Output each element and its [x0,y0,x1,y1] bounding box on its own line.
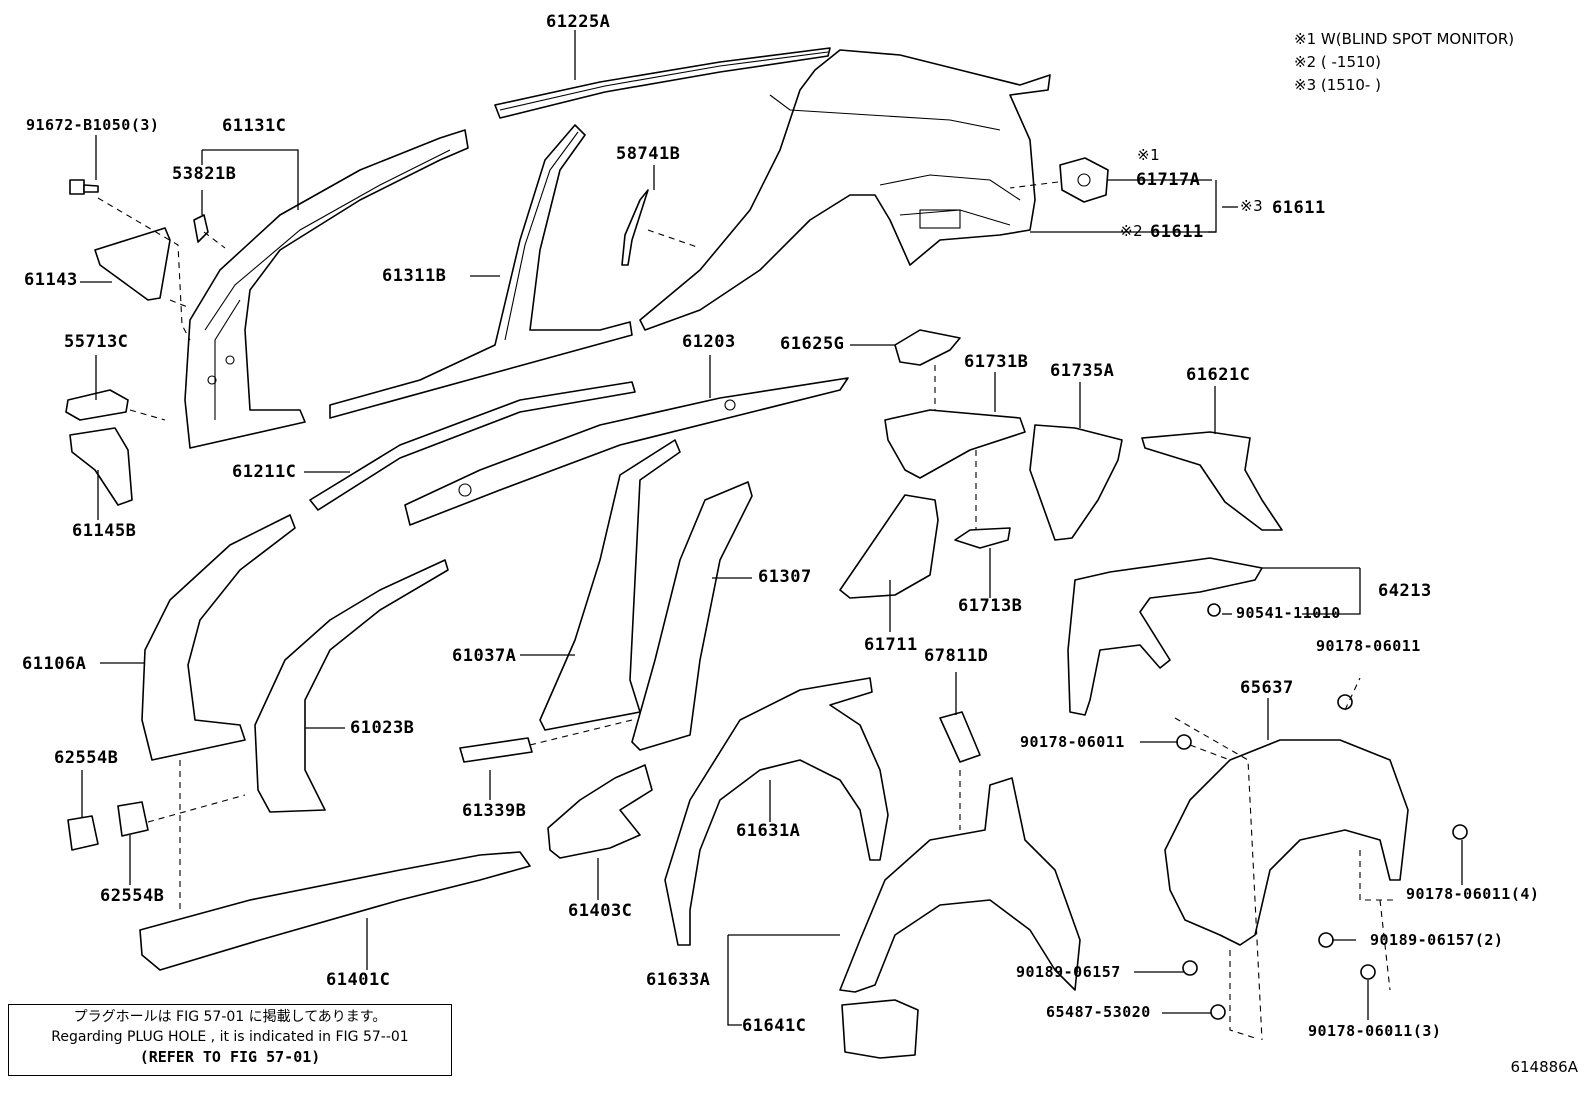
part-61625G [894,329,961,366]
label-53821B: 53821B [172,164,237,184]
label-61106A: 61106A [22,654,87,674]
label-67811D: 67811D [924,646,989,666]
label-65637: 65637 [1240,678,1294,698]
label-61143: 61143 [24,270,78,290]
label-61633A: 61633A [646,970,711,990]
part-55713C [65,389,129,421]
label-90178-06011-b: 90178-06011 [1020,733,1125,751]
note-line-en: Regarding PLUG HOLE , it is indicated in… [51,1029,409,1045]
part-61631A [664,677,889,946]
part-61713B [954,527,1011,549]
label-61621C: 61621C [1186,365,1251,385]
label-55713C: 55713C [64,332,129,352]
label-90541-11010: 90541-11010 [1236,604,1341,622]
label-61625G: 61625G [780,334,845,354]
label-61225A: 61225A [546,12,611,32]
label-61211C: 61211C [232,462,297,482]
marker-note-2: ※2 [1120,222,1144,240]
label-61735A: 61735A [1050,361,1115,381]
part-64213 [1067,557,1263,716]
part-61621C [1141,431,1283,531]
part-62554B-a [67,815,99,851]
part-53821B [193,214,209,243]
part-61633A [839,777,1081,993]
part-61225A [494,47,831,119]
label-61307: 61307 [758,567,812,587]
note-line-ref: (REFER TO FIG 57-01) [139,1048,321,1066]
part-61735A [1029,424,1123,541]
label-90178-06011-3: 90178-06011(3) [1308,1022,1442,1040]
solid-leaders [80,30,1463,1026]
part-61211C [309,381,636,511]
marker-note-3: ※3 [1240,197,1264,215]
part-61143 [94,227,171,301]
part-65637 [1164,739,1409,946]
part-58741B [621,189,649,266]
label-61037A: 61037A [452,646,517,666]
part-61641C [841,999,919,1059]
fasteners [1176,603,1468,1020]
part-61023B [254,559,449,813]
label-61611-a: 61611 [1272,198,1326,218]
label-90189-06157-2: 90189-06157(2) [1370,931,1504,949]
label-65487-53020: 65487-53020 [1046,1003,1151,1021]
marker-note-1: ※1 [1137,146,1161,164]
note-line-jp: プラグホールは FIG 57-01 に掲載してあります。 [73,1009,387,1025]
part-61403C [547,764,653,859]
note-3: ※3 (1510- ) [1294,76,1381,94]
label-61641C: 61641C [742,1016,807,1036]
part-61731B [884,409,1026,479]
figure-code: 614886A [1510,1058,1578,1076]
label-61203: 61203 [682,332,736,352]
label-61611-b: 61611 [1150,222,1204,242]
option-notes: ※1 W(BLIND SPOT MONITOR) ※2 ( -1510) ※3 … [1294,28,1514,97]
dashed-leaders [97,181,1395,1041]
part-61311B [329,124,633,419]
part-61203 [404,377,849,526]
label-61711: 61711 [864,635,918,655]
label-61131C: 61131C [222,116,287,136]
label-61713B: 61713B [958,596,1023,616]
label-61311B: 61311B [382,266,447,286]
label-64213: 64213 [1378,581,1432,601]
note-2: ※2 ( -1510) [1294,53,1381,71]
label-61403C: 61403C [568,901,633,921]
label-62554B-b: 62554B [100,886,165,906]
part-quarter-panel [639,49,1051,331]
note-1: ※1 W(BLIND SPOT MONITOR) [1294,30,1515,48]
part-61106A [141,514,296,761]
part-62554B-b [117,801,149,837]
label-61145B: 61145B [72,521,137,541]
label-90178-06011-a: 90178-06011 [1316,637,1421,655]
label-61717A: 61717A [1136,170,1201,190]
label-61731B: 61731B [964,352,1029,372]
label-90189-06157: 90189-06157 [1016,963,1121,981]
part-61145B [69,427,133,506]
part-61307 [631,481,753,751]
part-67811D [939,711,981,763]
part-61131C [184,129,469,449]
label-61631A: 61631A [736,821,801,841]
label-61339B: 61339B [462,801,527,821]
label-61401C: 61401C [326,970,391,990]
label-90178-06011-4: 90178-06011(4) [1406,885,1540,903]
label-58741B: 58741B [616,144,681,164]
label-91672-B1050: 91672-B1050(3) [26,116,160,134]
part-61711 [839,494,939,599]
label-61023B: 61023B [350,718,415,738]
plug-hole-note: プラグホールは FIG 57-01 に掲載してあります。 Regarding P… [8,1004,452,1076]
part-61717A [1059,157,1109,203]
part-61037A [539,439,681,731]
part-61339B [459,737,533,763]
label-62554B-a: 62554B [54,748,119,768]
part-61401C [139,851,531,971]
part-91672-B1050 [69,179,99,195]
